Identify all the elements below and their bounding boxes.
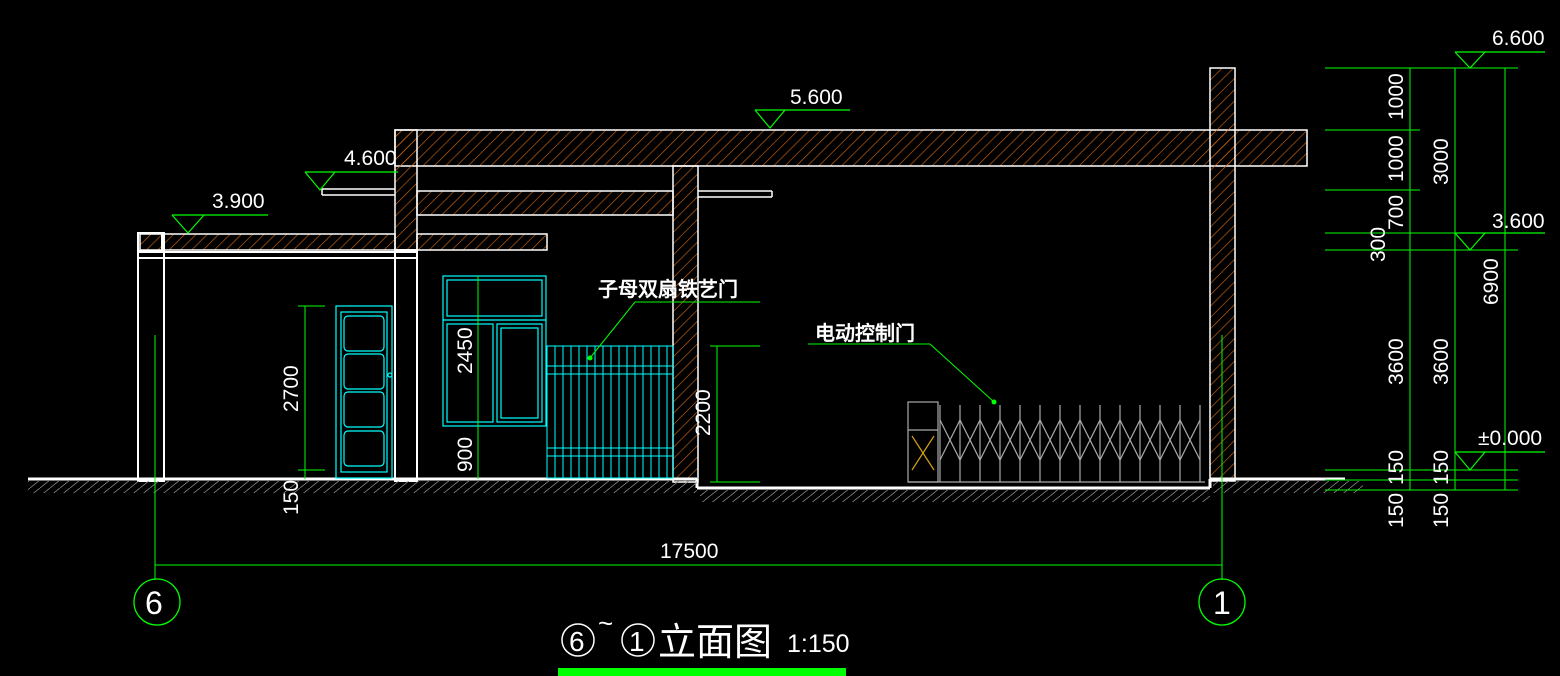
secondary-beam — [416, 190, 674, 216]
elev-0000: ±0.000 — [1478, 427, 1542, 450]
dim-150-inner-b: 150 — [1385, 493, 1408, 528]
elev-3600: 3.600 — [1492, 210, 1545, 233]
electric-retractable-gate — [907, 401, 1205, 483]
title-axis-to: 1 — [629, 626, 645, 657]
dim-1000-a: 1000 — [1385, 73, 1408, 120]
label-leaders — [589, 301, 995, 403]
dim-2450: 2450 — [454, 327, 477, 374]
dim-1000-b: 1000 — [1385, 135, 1408, 182]
label-electric-gate: 电动控制门 — [815, 321, 915, 345]
title-underline — [558, 668, 846, 676]
dim-3600-outer: 3600 — [1430, 338, 1453, 385]
elev-6600: 6.600 — [1492, 27, 1545, 50]
axis-label-1: 1 — [1213, 585, 1231, 621]
guard-house-door — [335, 305, 393, 479]
dim-150-inner-a: 150 — [1385, 450, 1408, 485]
dim-3600-inner: 3600 — [1385, 338, 1408, 385]
dim-17500: 17500 — [660, 540, 718, 563]
lower-roof-slab — [139, 233, 396, 251]
left-column — [394, 129, 418, 251]
dim-3000: 3000 — [1430, 138, 1453, 185]
main-roof-beam — [394, 129, 1308, 167]
dim-900: 900 — [454, 437, 477, 472]
title-axis-from: 6 — [569, 626, 585, 657]
axis-label-6: 6 — [145, 585, 163, 621]
right-dims-inner: 1000 1000 700 300 3600 150 150 — [1367, 73, 1408, 528]
dim-150-left: 150 — [280, 480, 303, 515]
elev-5600: 5.600 — [790, 86, 843, 109]
dim-300: 300 — [1367, 227, 1390, 262]
double-iron-gate — [546, 345, 674, 479]
ground — [28, 477, 1363, 502]
guard-house — [137, 232, 418, 482]
lower-roof-slab-right — [416, 233, 548, 251]
elev-4600: 4.600 — [344, 147, 397, 170]
dimension-lines — [154, 67, 1518, 580]
middle-column — [672, 165, 699, 483]
title-tilde: ~ — [598, 608, 613, 638]
label-double-iron-gate: 子母双扇铁艺门 — [598, 277, 738, 301]
structure — [139, 67, 1308, 483]
right-dims-outer: 3000 6900 3600 150 150 — [1430, 138, 1503, 528]
dim-150-outer-b: 150 — [1430, 493, 1453, 528]
elevation-markers — [171, 51, 1545, 471]
elev-3900: 3.900 — [212, 190, 265, 213]
dim-6900: 6900 — [1480, 258, 1503, 305]
dim-700: 700 — [1385, 195, 1408, 230]
title-text: 立面图 — [658, 620, 772, 664]
window — [442, 275, 547, 427]
title-scale: 1:150 — [787, 630, 850, 658]
dim-2700: 2700 — [280, 365, 303, 412]
drawing-title: 6 ~ 1 立面图 1:150 — [558, 608, 850, 676]
dim-150-outer-a: 150 — [1430, 450, 1453, 485]
dim-2200: 2200 — [692, 389, 715, 436]
axis-bubbles — [133, 578, 1246, 626]
